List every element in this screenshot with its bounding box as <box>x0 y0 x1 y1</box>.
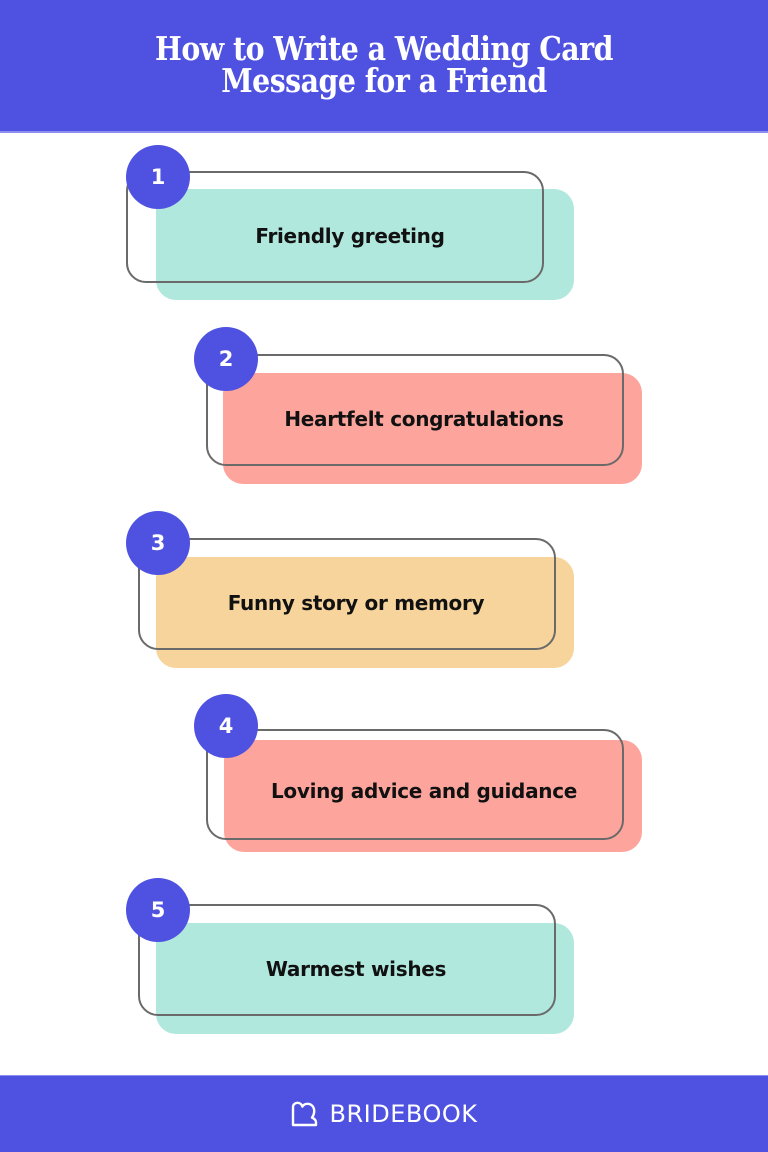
step-5-label: Warmest wishes <box>265 957 447 981</box>
step-1-outline-frame <box>126 171 544 283</box>
page-title-line-2: Message for a Friend <box>221 61 547 100</box>
step-4-label: Loving advice and guidance <box>270 778 578 803</box>
step-2-number-badge: 2 <box>194 327 258 391</box>
page-title-line-1: How to Write a Wedding Card <box>155 29 613 68</box>
step-1-label: Friendly greeting <box>255 223 445 248</box>
step-1-number-badge: 1 <box>126 145 190 209</box>
step-3-outline-frame <box>138 538 556 650</box>
page-title: How to Write a Wedding Card Message for … <box>54 29 714 100</box>
step-3-label: Funny story or memory <box>227 591 485 615</box>
step-2-outline-frame <box>206 354 624 466</box>
step-5-outline-frame <box>138 904 556 1016</box>
step-2-label: Heartfelt congratulations <box>284 407 564 431</box>
step-4-number-badge: 4 <box>194 694 258 758</box>
step-3-number-badge: 3 <box>126 511 190 575</box>
footer-banner: BRIDEBOOK <box>0 1075 768 1152</box>
step-4-fill-panel <box>224 740 642 852</box>
bridebook-heart-logo-icon <box>291 1101 317 1126</box>
step-5-number-badge: 5 <box>126 878 190 942</box>
bridebook-brand: BRIDEBOOK <box>0 1076 768 1152</box>
bridebook-wordmark: BRIDEBOOK <box>329 1099 478 1128</box>
step-4-outline-frame <box>206 729 624 840</box>
header-banner: How to Write a Wedding Card Message for … <box>0 0 768 133</box>
